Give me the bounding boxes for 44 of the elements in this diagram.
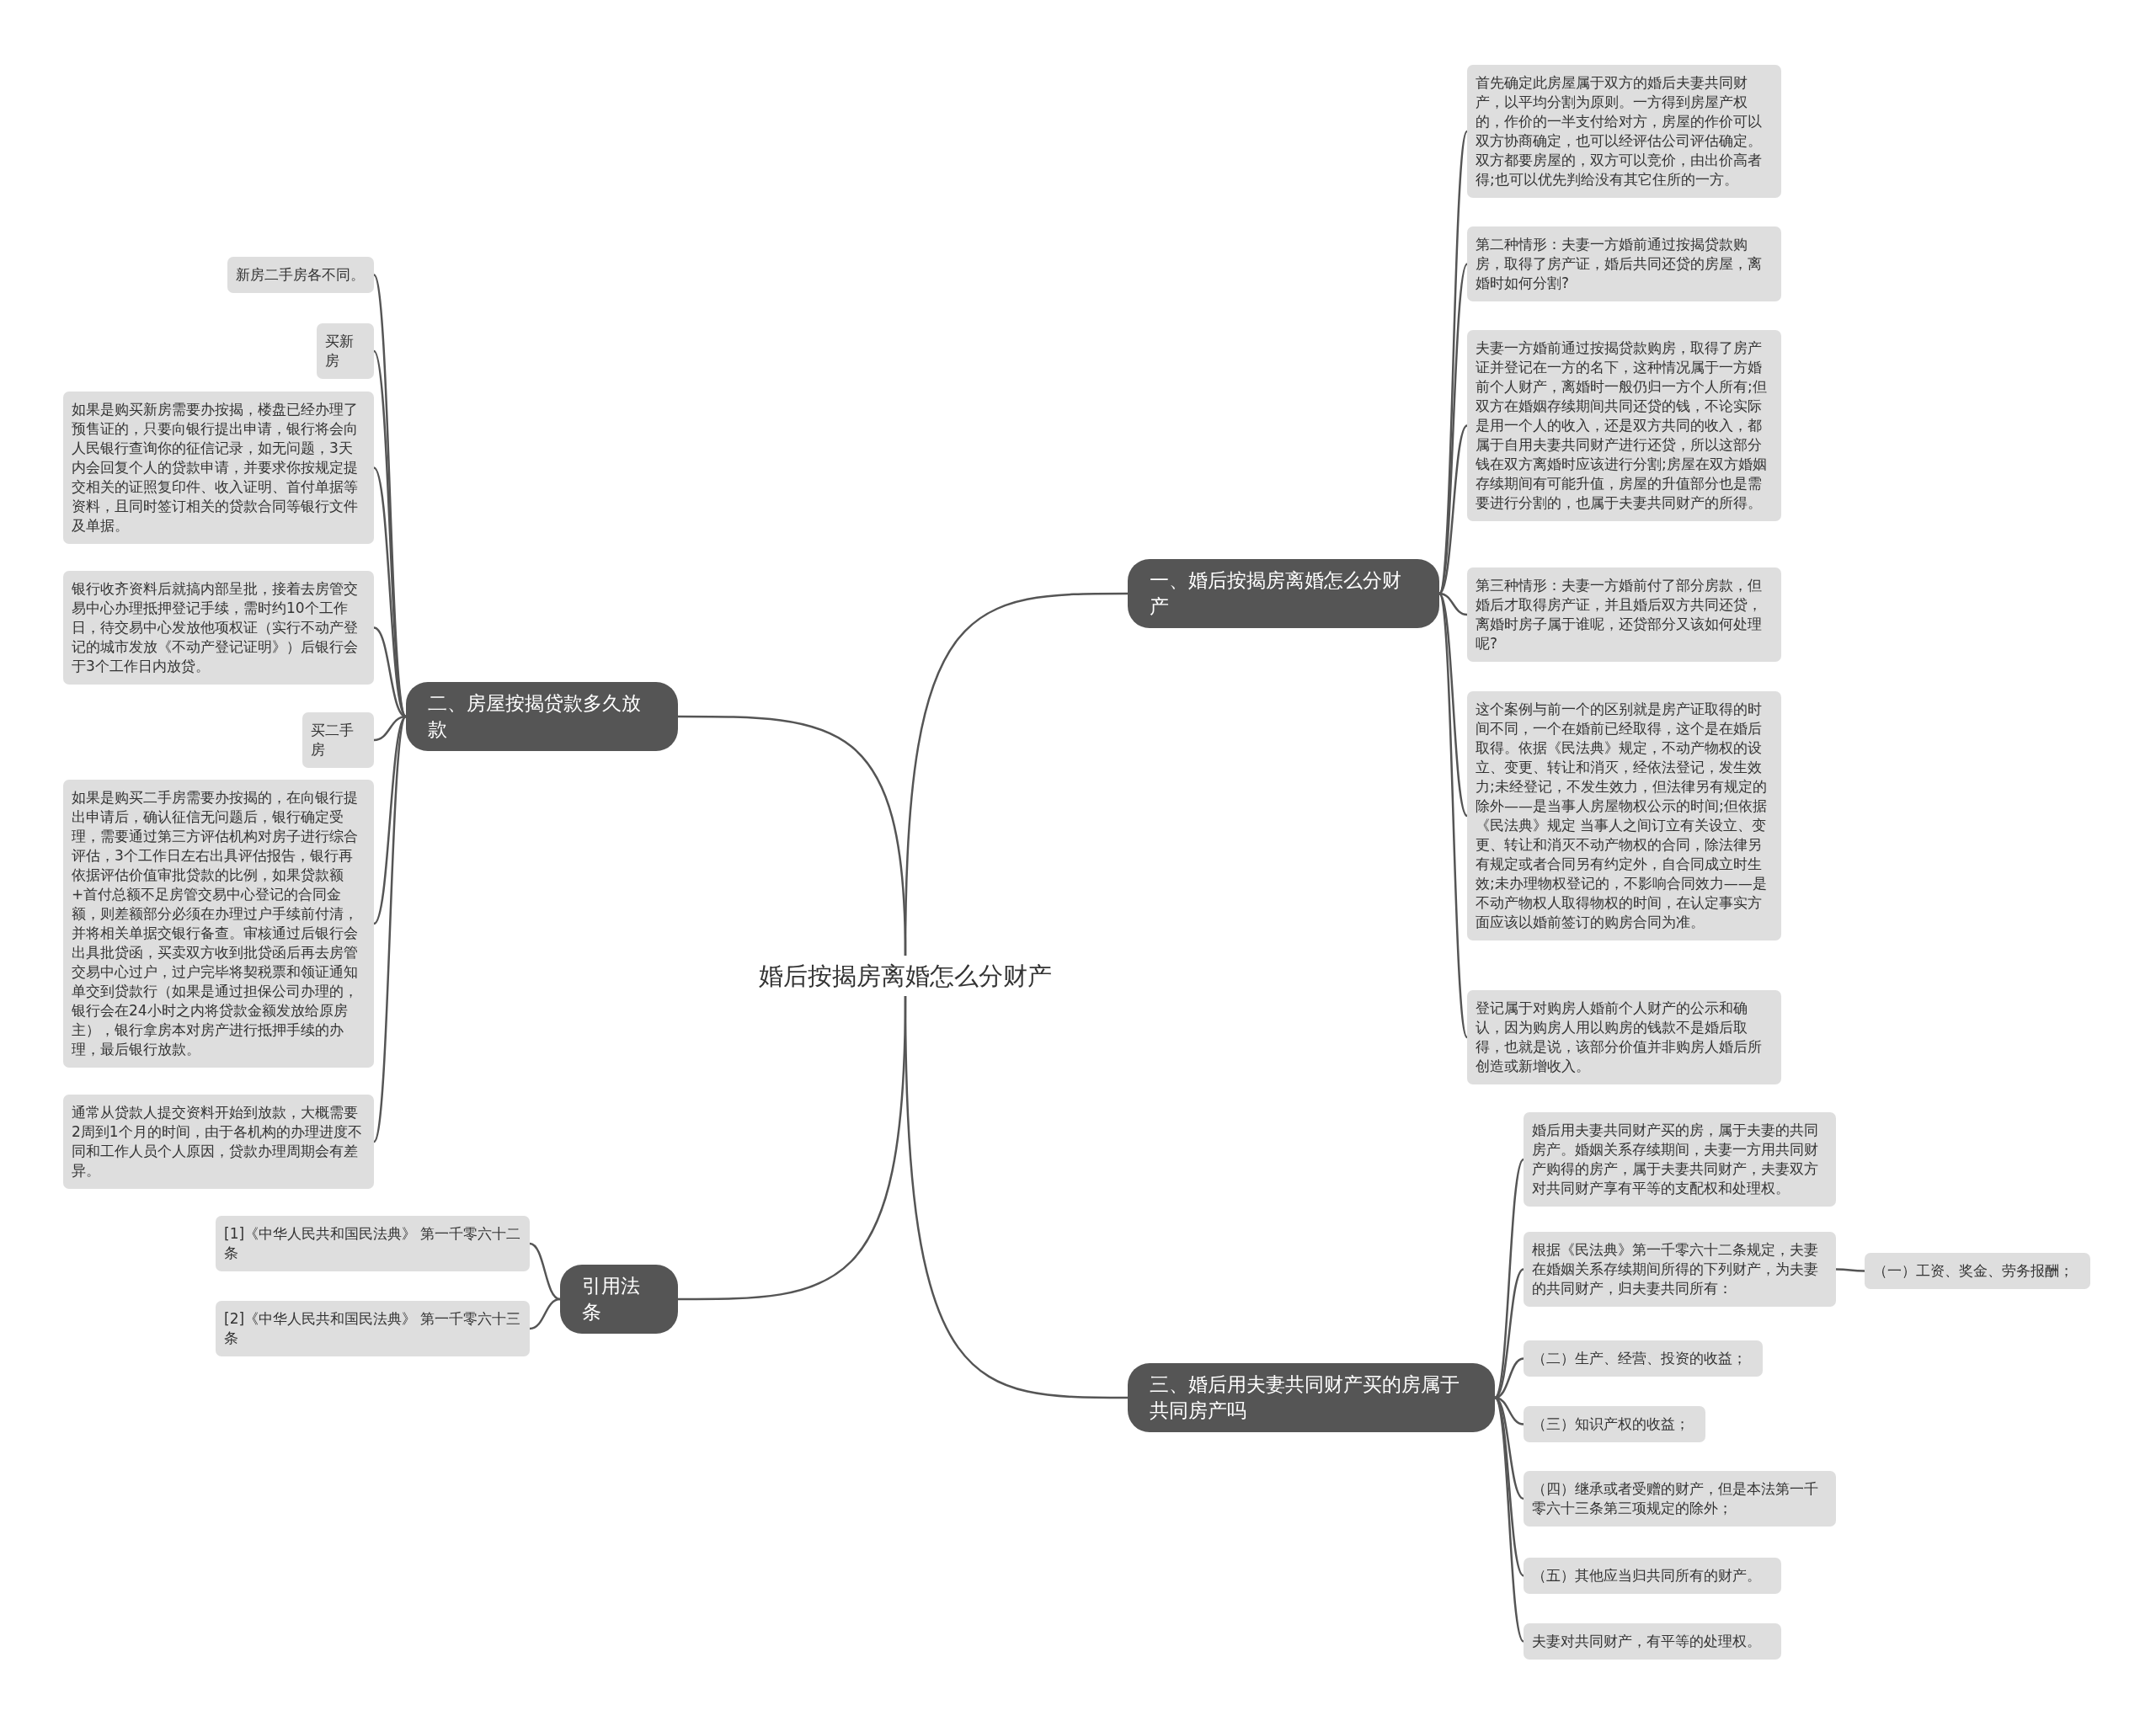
- note-box: （五）其他应当归共同所有的财产。: [1524, 1558, 1781, 1594]
- connector-line: [529, 1297, 561, 1330]
- connector-line: [529, 1242, 561, 1301]
- note-box: 夫妻一方婚前通过按揭贷款购房，取得了房产证并登记在一方的名下，这种情况属于一方婚前个人财产，离婚时一般仍归一方个人所有;但双方在婚姻存续期间共同还贷的钱，不论实际是用一个人的收入，还是双方共同的收入，都属于自用夫妻共同财产进行还贷，所以这部分钱在双方离婚时应该进行分割;房屋在双方婚姻存续期间有可能升值，房屋的升值部分也是需要进行分割的，也属于夫妻共同财产的所得。: [1467, 330, 1781, 521]
- connector-line: [1836, 1268, 1865, 1272]
- branch-topic: 一、婚后按揭房离婚怎么分财产: [1128, 559, 1439, 628]
- note-box: 这个案例与前一个的区别就是房产证取得的时间不同，一个在婚前已经取得，这个是在婚后取得。依据《民法典》规定，不动产物权的设立、变更、转让和消灭，经依法登记，发生效力;未经登记，不发生效力，但法律另有规定的除外——是当事人房屋物权公示的时间;但依据《民法典》规定 当事人之间订立有关设立、变更、转让和消灭不动产物权的合同，除法律另有规定或者合同另有约定外，自合同成立时生效;未办理物权登记的，不影响合同效力——是不动产物权人取得物权的时间，在认定事实方面应该以婚前签订的购房合同为准。: [1467, 691, 1781, 940]
- connector-line: [1438, 263, 1469, 594]
- branch-topic: 引用法条: [560, 1265, 678, 1334]
- note-box: （一）工资、奖金、劳务报酬；: [1865, 1253, 2090, 1289]
- note-box: [2]《中华人民共和国民法典》 第一千零六十三条: [216, 1301, 530, 1356]
- note-box: 第三种情形：夫妻一方婚前付了部分房款，但婚后才取得房产证，并且婚后双方共同还贷，离婚时房子属于谁呢，还贷部分又该如何处理呢?: [1467, 567, 1781, 662]
- note-box: 通常从贷款人提交资料开始到放款，大概需要2周到1个月的时间，由于各机构的办理进度不同和工作人员个人原因，贷款办理周期会有差异。: [63, 1095, 374, 1189]
- note-box: 首先确定此房屋属于双方的婚后夫妻共同财产，以平均分割为原则。一方得到房屋产权的，作价的一半支付给对方，房屋的作价可以双方协商确定，也可以经评估公司评估确定。双方都要房屋的，双方可以竞价，由出价高者得;也可以优先判给没有其它住所的一方。: [1467, 65, 1781, 198]
- branch-topic: 三、婚后用夫妻共同财产买的房属于共同房产吗: [1128, 1363, 1495, 1432]
- note-box: 新房二手房各不同。: [227, 257, 374, 293]
- note-box: （二）生产、经营、投资的收益；: [1524, 1340, 1763, 1377]
- note-box: 买二手房: [302, 712, 374, 768]
- note-box: 如果是购买新房需要办按揭，楼盘已经办理了预售证的，只要向银行提出申请，银行将会向人民银行查询你的征信记录，如无问题，3天内会回复个人的贷款申请，并要求你按规定提交相关的证照复印件、收入证明、首付单据等资料，且同时签订相关的贷款合同等银行文件及单据。: [63, 392, 374, 544]
- note-box: 银行收齐资料后就搞内部呈批，接着去房管交易中心办理抵押登记手续，需时约10个工作日，待交易中心发放他项权证（实行不动产登记的城市发放《不动产登记证明》）后银行会于3个工作日内放贷。: [63, 571, 374, 685]
- connector-line: [1438, 593, 1468, 817]
- connector-line: [1493, 1397, 1525, 1643]
- note-box: 夫妻对共同财产，有平等的处理权。: [1524, 1623, 1781, 1660]
- connector-line: [372, 716, 408, 1143]
- connector-line: [1494, 1268, 1524, 1399]
- note-box: 婚后用夫妻共同财产买的房，属于夫妻的共同房产。婚姻关系存续期间，夫妻一方用共同财产购得的房产，属于夫妻共同财产，夫妻双方对共同财产享有平等的支配权和处理权。: [1524, 1112, 1836, 1207]
- note-box: [1]《中华人民共和国民法典》 第一千零六十二条: [216, 1216, 530, 1271]
- note-box: 买新房: [317, 323, 374, 379]
- connector-line: [373, 716, 407, 924]
- connector-line: [1438, 593, 1469, 1038]
- branch-topic: 二、房屋按揭贷款多久放款: [406, 682, 678, 751]
- central-topic: 婚后按揭房离婚怎么分财产: [750, 956, 1061, 996]
- note-box: （四）继承或者受赠的财产，但是本法第一千零六十三条第三项规定的除外；: [1524, 1471, 1836, 1527]
- note-box: 登记属于对购房人婚前个人财产的公示和确认，因为购房人用以购房的钱款不是婚后取得，也就是说，该部分价值并非购房人婚后所创造或新增收入。: [1467, 990, 1781, 1084]
- connector-line: [678, 715, 907, 956]
- note-box: 根据《民法典》第一千零六十二条规定，夫妻在婚姻关系存续期间所得的下列财产，为夫妻的共同财产，归夫妻共同所有：: [1524, 1232, 1836, 1307]
- note-box: 第二种情形：夫妻一方婚前通过按揭贷款购房，取得了房产证，婚后共同还贷的房屋，离婚时如何分割?: [1467, 226, 1781, 301]
- note-box: （三）知识产权的收益；: [1524, 1406, 1705, 1442]
- connector-line: [372, 350, 408, 717]
- connector-line: [904, 996, 1128, 1399]
- note-box: 如果是购买二手房需要办按揭的，在向银行提出申请后，确认征信无问题后，银行确定受理，需要通过第三方评估机构对房子进行综合评估，3个工作日左右出具评估报告，银行再依据评估价值审批贷款的比例，如果贷款额+首付总额不足房管交易中心登记的合同金额，则差额部分必须在办理过户手续前付清，并将相关单据交银行备查。审核通过后银行会出具批贷函，买卖双方收到批贷函后再去房管交易中心过户，过户完毕将契税票和领证通知单交到贷款行（如果是通过担保公司办理的，银行会在24小时之内将贷款金额发放给原房主），银行拿房本对房产进行抵押手续的办理，最后银行放款。: [63, 780, 374, 1068]
- connector-line: [1493, 1159, 1525, 1399]
- connector-line: [1438, 424, 1468, 594]
- connector-line: [1438, 592, 1468, 616]
